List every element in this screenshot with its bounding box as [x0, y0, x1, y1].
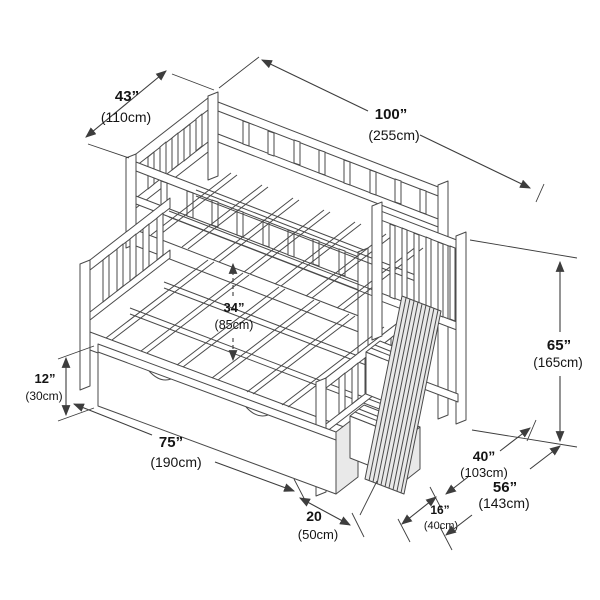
- dimension-label-inches: 56”: [493, 479, 517, 496]
- staircase: [349, 180, 467, 495]
- dimension-trundle-height: 12” (30cm): [25, 356, 71, 417]
- dimension-label-cm: (190cm): [150, 454, 201, 470]
- top-back-rail-slats: [242, 120, 427, 215]
- stair-rail-left-post: [371, 201, 383, 341]
- dimension-label-inches: 100”: [375, 106, 408, 123]
- bottom-headboard-front-post: [79, 259, 91, 391]
- dimension-step-depth: 16” (40cm): [401, 496, 458, 532]
- trundle-front-panel: [97, 343, 337, 495]
- dimension-staircase-width: 40” (103cm): [445, 427, 531, 495]
- dimension-overall-length: 100” (255cm): [261, 59, 531, 189]
- trundle-handle-left: [148, 370, 172, 381]
- bottom-center-rails: [129, 281, 417, 411]
- dimension-label-inches: 16”: [430, 503, 449, 517]
- bottom-mattress-slats: [105, 259, 391, 408]
- trundle-handle-right: [245, 406, 269, 417]
- dimension-label-cm: (110cm): [101, 109, 151, 125]
- dimension-label-cm: (85cm): [215, 318, 254, 332]
- dimension-label-cm: (103cm): [460, 465, 508, 480]
- dimension-overall-width: 56” (143cm): [445, 445, 561, 536]
- dimension-label-cm: (50cm): [298, 527, 338, 542]
- dimension-label-cm: (30cm): [25, 389, 62, 403]
- dimension-label-inches: 12”: [35, 371, 56, 386]
- stair-stringer-hatch: [368, 297, 439, 494]
- top-headboard-back-post: [207, 91, 219, 181]
- dimension-label-inches: 40”: [473, 448, 496, 464]
- dimension-label-inches: 75”: [159, 434, 183, 451]
- bottom-headboard-top-rail: [89, 197, 171, 271]
- trundle-lip-line: [97, 351, 337, 441]
- dimension-label-inches: 20: [306, 508, 322, 524]
- dimension-label-cm: (165cm): [533, 355, 583, 370]
- dimension-mattress-length: 75” (190cm): [72, 403, 296, 492]
- dimension-label-inches: 43”: [115, 88, 139, 105]
- dimension-label-cm: (143cm): [478, 495, 529, 511]
- dimension-overall-height: 65” (165cm): [533, 260, 583, 443]
- dimension-upper-bed-width: 43” (110cm): [85, 70, 167, 138]
- dimension-label-inches: 65”: [547, 337, 571, 354]
- top-center-rails: [168, 189, 419, 304]
- dimension-bunk-clearance: 34” (85cm): [215, 262, 254, 362]
- dimension-label-cm: (255cm): [368, 127, 419, 143]
- bottom-headboard-slats: [102, 212, 164, 303]
- dimension-trundle-extension: 20 (50cm): [298, 497, 351, 542]
- dimension-label-inches: 34”: [224, 300, 245, 315]
- dimension-annotations: 43” (110cm) 100” (255cm) 34” (85cm) 12” …: [25, 56, 583, 551]
- stair-right-post: [455, 231, 467, 425]
